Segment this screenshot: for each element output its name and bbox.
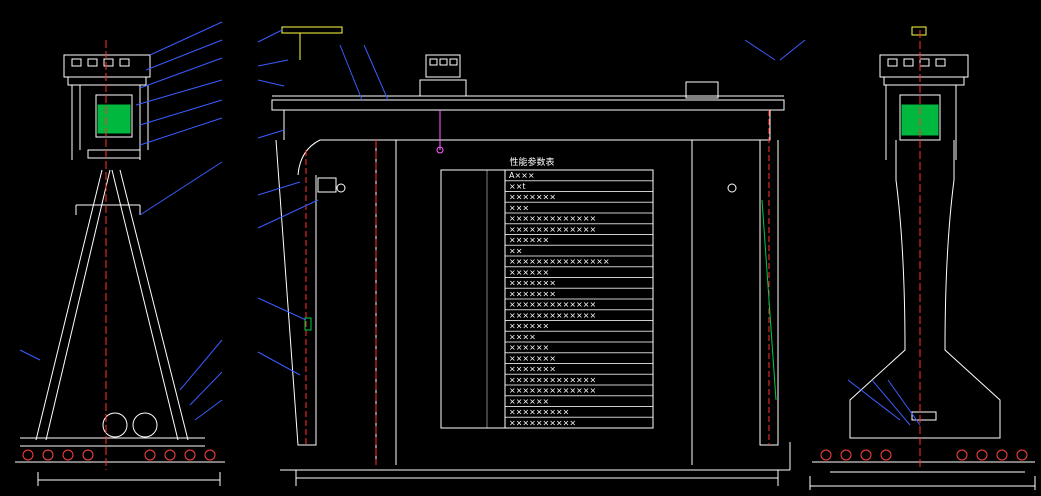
table-row-value: ×××××××	[509, 289, 556, 298]
left-hoist-block	[95, 94, 133, 138]
table-row-value: ×××××××××××××	[509, 300, 596, 309]
table-row-value: ××××××	[509, 343, 549, 352]
table-row-value: ××t	[509, 182, 526, 191]
table-row-value: ×××××××××××××	[509, 311, 596, 320]
right-bogies	[820, 449, 1028, 461]
right-side-view	[789, 26, 1036, 490]
performance-table: 性能参数表 A×××××t×××××××××××××××××××××××××××…	[440, 156, 654, 429]
main-trolley	[425, 54, 461, 78]
left-leg-outer	[35, 169, 103, 441]
table-row-value: ×××××××××××××	[509, 386, 596, 395]
operator-cab	[317, 177, 337, 193]
table-row-value: ×××××××	[509, 354, 556, 363]
table-row-value: ×××××××××	[509, 408, 569, 417]
table-row-value: ××××	[509, 332, 536, 341]
main-leaders	[257, 29, 806, 376]
left-leaders	[19, 21, 223, 421]
table-row-value: ×××××××××××××	[509, 214, 596, 223]
table-row-value: A×××	[509, 171, 535, 180]
end-trolley	[685, 81, 719, 99]
table-row-value: ××××××	[509, 397, 549, 406]
table-title: 性能参数表	[509, 156, 554, 168]
left-bogies	[22, 449, 216, 461]
table-row-value: ×××××××××××××	[509, 375, 596, 384]
left-side-view	[15, 54, 225, 486]
table-row-value: ×××××××××××××××	[509, 257, 610, 266]
table-row-value: ×××	[509, 203, 529, 212]
table-row-value: ××	[509, 246, 522, 255]
table-row-value: ××××××	[509, 236, 549, 245]
table-row-value: ××××××	[509, 322, 549, 331]
table-row-value: ××××××××××	[509, 418, 576, 427]
left-support-leg	[275, 139, 317, 446]
main-front-view	[271, 26, 790, 486]
table-row-value: ×××××××	[509, 279, 556, 288]
table-row-value: ×××××××××××××	[509, 225, 596, 234]
table-row-value: ×××××××	[509, 365, 556, 374]
right-tapered-leg	[849, 140, 1001, 439]
table-row-value: ××××××	[509, 268, 549, 277]
right-leaders	[847, 379, 921, 426]
table-row-value: ×××××××	[509, 193, 556, 202]
